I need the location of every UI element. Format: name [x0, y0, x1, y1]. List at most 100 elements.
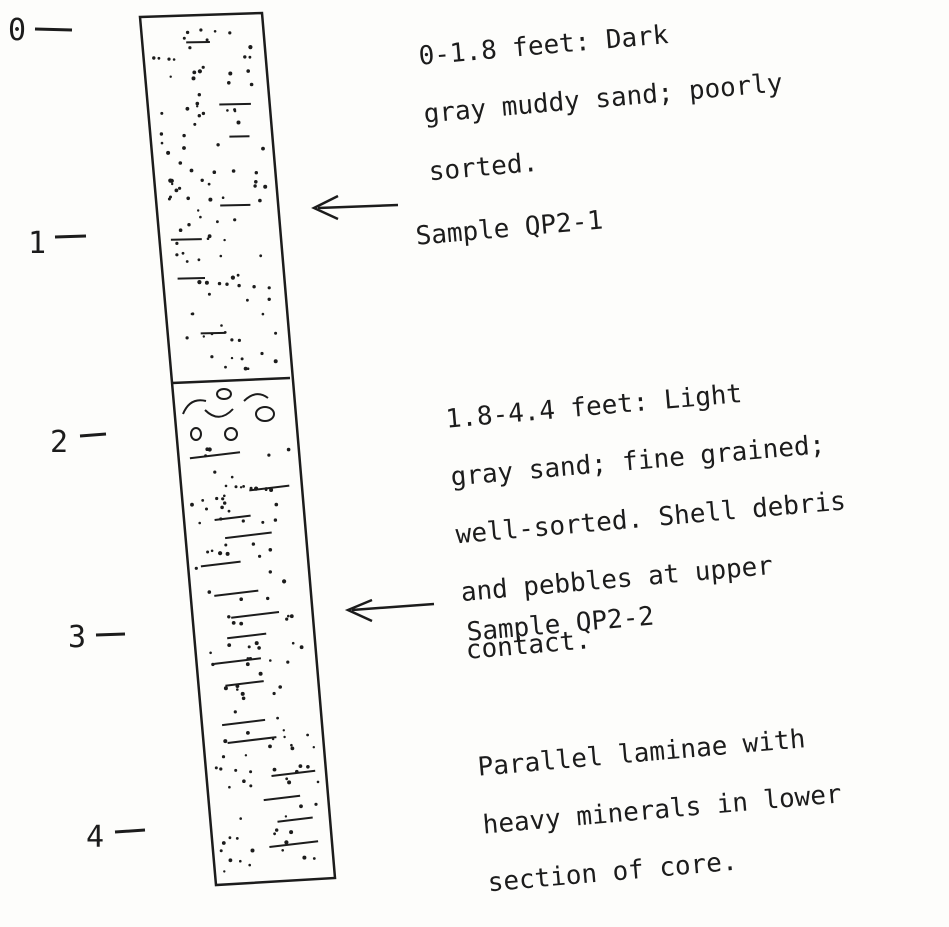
depth-tick-label-4: 4: [86, 820, 104, 855]
sediment-dot: [225, 283, 228, 286]
description-line: well-sorted. Shell debris: [455, 487, 847, 550]
sediment-dot: [230, 338, 233, 341]
sediment-dot: [228, 72, 232, 76]
sediment-dot: [231, 476, 234, 479]
sediment-dot: [225, 485, 228, 488]
sediment-dot: [245, 754, 247, 756]
sediment-dot: [223, 739, 227, 743]
sediment-dot: [263, 185, 267, 189]
sediment-dot: [237, 121, 241, 125]
lamina-dash: [214, 658, 261, 664]
sediment-dot: [208, 447, 212, 451]
depth-tick-mark-0: [35, 29, 72, 30]
sediment-dot: [239, 597, 243, 601]
sediment-dot: [313, 857, 316, 860]
sediment-dot: [252, 542, 255, 545]
sediment-dot: [259, 254, 262, 257]
sediment-dot: [179, 228, 183, 232]
sediment-dot: [198, 114, 201, 117]
sediment-dot: [169, 196, 172, 199]
sediment-dot: [171, 183, 173, 185]
sediment-dot: [182, 252, 185, 255]
sediment-dot: [182, 146, 186, 150]
sediment-dot: [216, 143, 219, 146]
sediment-dot: [211, 663, 214, 666]
lamina-dash: [214, 591, 258, 596]
sediment-dot: [192, 71, 196, 75]
sediment-dot: [203, 335, 205, 337]
sediment-dot: [206, 38, 209, 41]
pebble-icon: [256, 407, 274, 421]
sediment-dot: [213, 471, 216, 474]
description-line: gray sand; fine grained;: [450, 430, 842, 493]
sediment-dot: [190, 169, 194, 173]
sediment-dot: [205, 508, 208, 511]
sediment-dot: [242, 779, 246, 783]
sediment-dot: [218, 282, 221, 285]
lamina-dash: [222, 720, 265, 725]
sediment-dot: [186, 260, 189, 263]
sample-arrow-qp2-2: [348, 600, 434, 621]
lamina-dash: [264, 796, 300, 800]
sediment-dot: [302, 856, 306, 860]
sediment-dot: [198, 69, 202, 73]
sediment-dot: [197, 209, 199, 211]
sediment-dot: [252, 285, 255, 288]
sediment-dot: [246, 299, 249, 302]
sediment-dot: [246, 731, 250, 735]
sediment-dot: [191, 312, 194, 315]
depth-tick-label-1: 1: [28, 226, 46, 261]
sediment-dot: [233, 218, 236, 221]
sediment-dot: [239, 622, 243, 626]
sediment-dot: [233, 108, 236, 111]
sediment-dot: [214, 30, 217, 33]
sediment-dot: [242, 485, 245, 488]
sediment-dot: [232, 621, 236, 625]
lamina-dash: [225, 533, 272, 539]
sediment-dot: [261, 147, 265, 151]
sediment-dot: [247, 367, 250, 370]
sediment-dot: [198, 522, 201, 525]
sediment-dot: [182, 134, 185, 137]
sediment-dot: [175, 189, 179, 193]
sediment-dot: [228, 786, 231, 789]
lamina-dash: [269, 841, 318, 847]
sediment-dot: [220, 849, 223, 852]
sediment-dot: [267, 454, 270, 457]
sediment-dot: [273, 768, 277, 772]
sediment-dot: [249, 770, 252, 773]
description-line: 1.8-4.4 feet: Light: [445, 372, 837, 435]
sample-arrow-qp2-1: [314, 196, 398, 219]
sediment-dot: [249, 56, 252, 59]
depth-tick-mark-4: [115, 830, 145, 832]
sediment-dot: [193, 123, 196, 126]
sediment-dot: [291, 747, 295, 751]
sediment-dot: [208, 590, 212, 594]
sediment-dot: [199, 28, 202, 31]
sediment-dot: [175, 253, 178, 256]
sediment-dot: [158, 57, 161, 60]
description-line: Parallel laminae with: [477, 723, 838, 783]
sediment-dot: [254, 180, 258, 184]
sediment-dot: [283, 729, 285, 731]
sediment-dot: [275, 503, 279, 507]
sediment-dot: [285, 815, 287, 817]
lamina-dash: [225, 681, 263, 686]
sediment-dot: [206, 551, 209, 554]
sediment-dot: [215, 497, 218, 500]
sediment-dot: [313, 746, 315, 748]
sediment-dot: [268, 298, 271, 301]
sediment-dot: [195, 567, 198, 570]
sediment-dot: [222, 841, 226, 845]
sediment-dot: [299, 764, 303, 768]
sediment-dot: [241, 357, 244, 360]
sediment-dot: [220, 324, 223, 327]
sediment-dot: [222, 196, 225, 199]
sediment-dot: [269, 548, 273, 552]
sediment-dot: [190, 503, 194, 507]
sediment-dot: [289, 830, 293, 834]
sediment-dot: [207, 237, 210, 240]
lamina-dash: [201, 562, 241, 567]
sediment-dot: [223, 495, 226, 498]
sediment-dot: [210, 355, 213, 358]
